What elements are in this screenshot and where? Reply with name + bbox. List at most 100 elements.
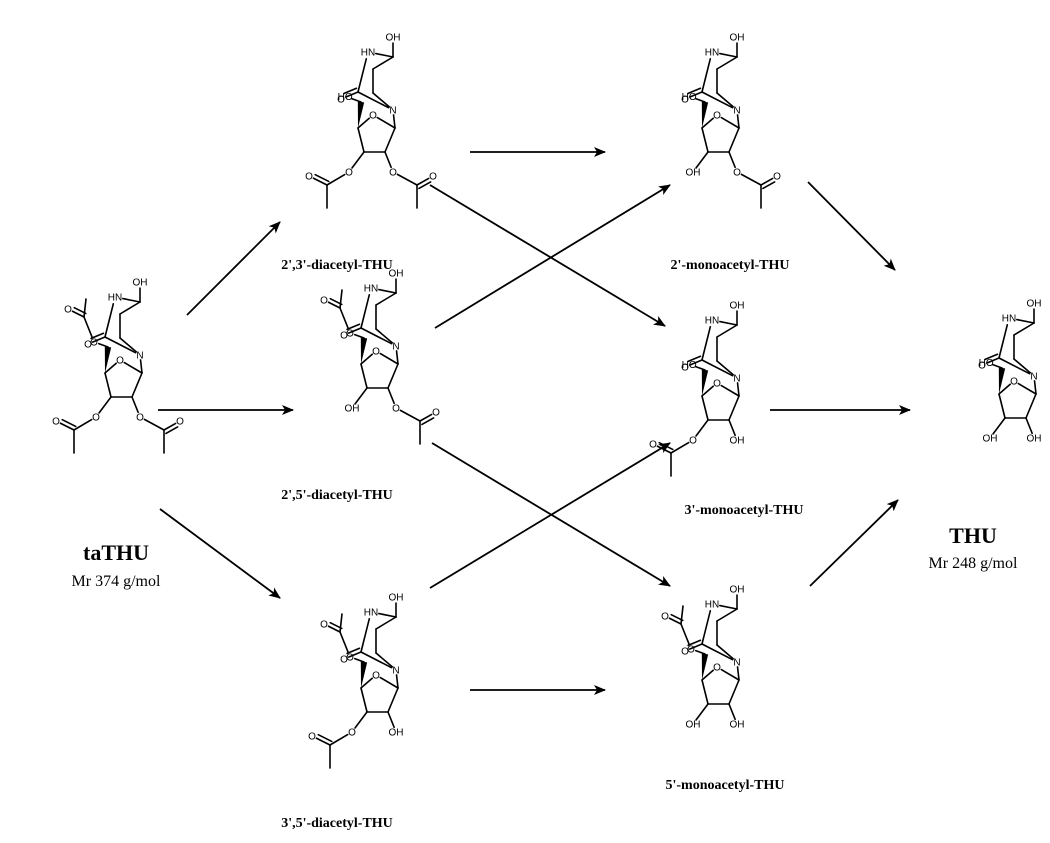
- atom-oh4: OH: [386, 33, 401, 44]
- bond-c2-o2-double: [346, 647, 361, 655]
- label-tathu: taTHU: [83, 540, 149, 565]
- bond-c2-c1: [728, 395, 740, 421]
- bond-n1-c6: [375, 328, 393, 344]
- bond-c1-o4: [123, 361, 143, 374]
- atom-ho5: HO: [682, 360, 697, 371]
- atom-n3h: HN: [108, 293, 122, 304]
- atom-o2: O: [681, 363, 689, 374]
- bond-c4-n3: [1016, 318, 1035, 324]
- bond-ester-o3: [329, 733, 349, 746]
- bond-c5-c4: [716, 608, 738, 622]
- atom-n3h: HN: [364, 284, 378, 295]
- atom-o2: O: [681, 647, 689, 658]
- atom-n3h: HN: [1002, 314, 1016, 325]
- atom-o2: O: [681, 95, 689, 106]
- atom-carbonyl-oxygen-o5: O: [320, 620, 328, 631]
- bond-c2-o2-double: [687, 87, 702, 95]
- bond-methyl-o5: [83, 298, 87, 318]
- wedge-c4-c5: [701, 653, 709, 680]
- arrow-m5-to-thu: [809, 499, 899, 587]
- wedge-c4-c5: [360, 661, 368, 688]
- bond-c2-o2: [347, 327, 362, 334]
- bond-methyl-o5: [339, 613, 343, 633]
- bond-c2-n1: [701, 643, 734, 661]
- bond-c2-o2: [688, 359, 703, 366]
- atom-o4prime: O: [713, 663, 721, 674]
- bond-carbonyl-o3-double: [61, 418, 77, 428]
- bond-carbonyl-o2: [419, 413, 433, 422]
- bond-c2-c1: [728, 127, 740, 153]
- bond-c3-o3: [695, 703, 709, 721]
- bond-c5-c4: [372, 56, 394, 70]
- wedge-c4-c5: [701, 369, 709, 396]
- bond-c2-o2: [985, 357, 1000, 364]
- bond-c5-o5: [97, 342, 109, 348]
- bond-n3-c2: [998, 323, 1009, 359]
- bond-c2-o2: [688, 643, 703, 650]
- bond-c3-o3: [992, 417, 1006, 435]
- bond-carbonyl-o5: [327, 625, 341, 633]
- bond-c2-o2: [91, 336, 106, 343]
- label-2-monoacetyl-thu: 2'-monoacetyl-THU: [671, 258, 790, 273]
- arrow-tathu-to-d35: [159, 508, 281, 599]
- bond-c4-c3: [357, 127, 365, 153]
- bond-c2-o2prime: [387, 711, 395, 729]
- bond-methyl-o5: [339, 289, 343, 309]
- bond-c3-o3: [695, 419, 709, 437]
- label-2-3-diacetyl-thu: 2',3'-diacetyl-THU: [281, 258, 393, 273]
- bond-c2-n1: [998, 357, 1031, 375]
- atom-n1: N: [1030, 372, 1037, 383]
- bond-c5-o5: [353, 657, 365, 663]
- bond-n3-c2: [104, 302, 115, 338]
- atom-n3h: HN: [364, 608, 378, 619]
- label-thu: THU: [949, 523, 997, 548]
- bond-c2-c1: [728, 679, 740, 705]
- atom-ester-oxygen-o2: O: [392, 404, 400, 415]
- atom-ho5: HO: [338, 92, 353, 103]
- bond-c2-o2-double: [687, 639, 702, 647]
- bond-n1-c1prime: [139, 359, 143, 374]
- bond-carbonyl-o2: [163, 422, 177, 431]
- bond-c2-o2-double: [343, 87, 358, 95]
- arrow-tathu-to-d23: [186, 221, 281, 316]
- bond-o4-c4: [104, 362, 118, 374]
- bond-o4-c4: [998, 383, 1012, 395]
- bond-carbonyl-o3-double: [317, 733, 333, 743]
- atom-carbonyl-oxygen-o2: O: [429, 172, 437, 183]
- bond-n1-c6: [716, 92, 734, 108]
- bond-carbonyl-o3: [59, 422, 75, 431]
- atom-ester-oxygen-o2: O: [136, 413, 144, 424]
- atom-oh2: OH: [1027, 434, 1042, 445]
- bond-c2-o2: [688, 91, 703, 98]
- atom-o2: O: [978, 361, 986, 372]
- atom-ester-oxygen-o5: O: [346, 653, 354, 664]
- bond-n3-c2: [360, 293, 371, 329]
- bond-c4-c3: [701, 679, 709, 705]
- label-5-monoacetyl-thu: 5'-monoacetyl-THU: [666, 778, 785, 793]
- wedge-c4-c5: [701, 101, 709, 128]
- bond-carbonyl-o2-double: [762, 181, 776, 190]
- atom-ester-oxygen-o5: O: [90, 338, 98, 349]
- bond-c4-n3: [375, 52, 394, 58]
- atom-oh2: OH: [730, 720, 745, 731]
- bond-n1-c1prime: [736, 382, 740, 397]
- atom-carbonyl-oxygen-o2: O: [773, 172, 781, 183]
- atom-n1: N: [733, 658, 740, 669]
- bond-c2-n1: [701, 91, 734, 109]
- atom-o2: O: [340, 331, 348, 342]
- arrows-layer: [158, 147, 911, 695]
- bond-c1-o4: [1017, 382, 1037, 395]
- atom-n3h: HN: [705, 600, 719, 611]
- atom-oh4: OH: [1027, 299, 1042, 310]
- atom-oh2: OH: [730, 436, 745, 447]
- bond-c2-o2prime: [1025, 417, 1033, 435]
- bond-carbonyl-o5: [71, 310, 85, 318]
- bond-carbonyl-o3: [315, 737, 331, 746]
- bond-c5-o5: [694, 97, 706, 103]
- bond-carbonyl-o2-double: [165, 426, 179, 435]
- bond-c5-o5: [694, 365, 706, 371]
- atom-ho5: HO: [682, 92, 697, 103]
